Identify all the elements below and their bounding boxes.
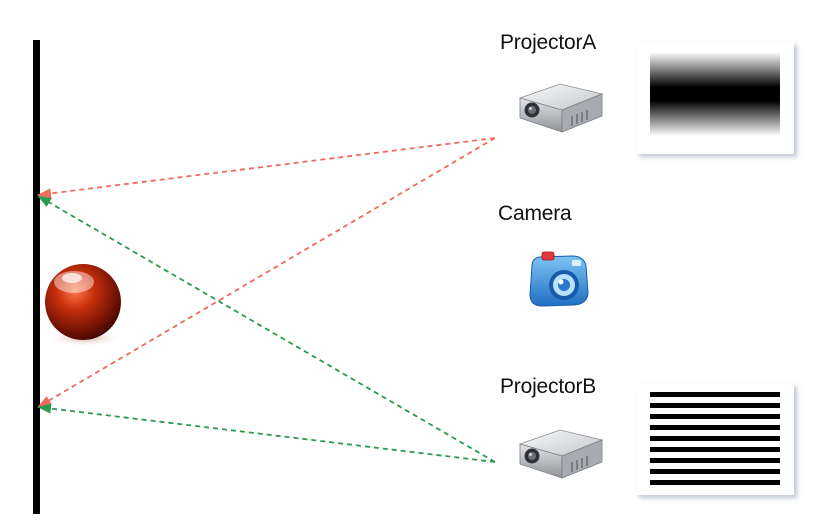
- pattern-card-projector-b: [636, 383, 794, 495]
- pattern-card-projector-a: [636, 42, 794, 154]
- ray-projector-b-upper: [37, 195, 496, 463]
- projector-icon: [518, 83, 604, 133]
- ray-projector-a-lower: [37, 137, 496, 408]
- ray-projector-b-lower: [37, 403, 496, 463]
- projector-a-label: ProjectorA: [500, 31, 597, 54]
- camera-label: Camera: [498, 202, 572, 225]
- projector-b-label: ProjectorB: [500, 375, 597, 398]
- red-sphere-icon: [45, 264, 123, 347]
- projector-icon: [518, 429, 604, 479]
- ray-projector-a-upper: [37, 137, 496, 199]
- wall: [33, 40, 40, 514]
- camera-icon: [529, 251, 589, 307]
